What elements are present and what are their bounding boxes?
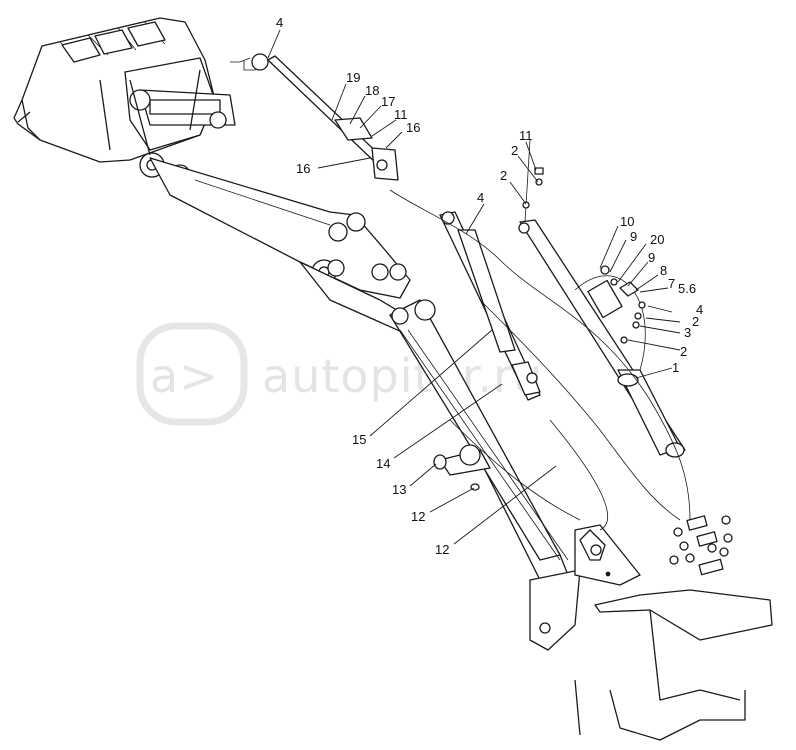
callout-13: 13 [392, 482, 406, 497]
callout-10: 10 [620, 214, 634, 229]
callout-9: 9 [630, 229, 637, 244]
hardware-set [669, 515, 733, 576]
callout-11: 11 [519, 128, 533, 143]
bucket-linkage [129, 69, 236, 186]
callout-11: 11 [394, 107, 408, 122]
tie-rods [399, 329, 569, 561]
callout-19: 19 [346, 70, 360, 85]
callout-7: 7 [668, 276, 675, 291]
callout-3: 3 [684, 325, 691, 340]
frame-mount [574, 524, 773, 741]
callout-4: 4 [696, 302, 703, 317]
bucket [13, 17, 216, 163]
lift-arm [149, 157, 411, 299]
watermark-logo-frame [136, 322, 248, 426]
watermark-logo-glyph: a> [150, 349, 219, 403]
callout-14: 14 [376, 456, 390, 471]
callout-9: 9 [648, 250, 655, 265]
callout-4: 4 [477, 190, 484, 205]
callout-12: 12 [435, 542, 449, 557]
callout-16: 16 [406, 120, 420, 135]
bucket-cylinder-rod [243, 53, 399, 181]
callout-16: 16 [296, 161, 310, 176]
bolt-stack [522, 167, 646, 344]
callout-4: 4 [276, 15, 283, 30]
callout-20: 20 [650, 232, 664, 247]
callout-17: 17 [381, 94, 395, 109]
callout-15: 15 [352, 432, 366, 447]
leader-lines [267, 29, 681, 545]
callout-12: 12 [411, 509, 425, 524]
callout-2: 2 [511, 143, 518, 158]
watermark: a> autopiter.ru [136, 322, 543, 426]
watermark-text: autopiter.ru [262, 349, 543, 403]
hydraulic-cylinder-1 [518, 139, 686, 458]
callout-2: 2 [500, 168, 507, 183]
callout-5-6: 5.6 [678, 281, 696, 296]
callout-2: 2 [692, 314, 699, 329]
callout-1: 1 [672, 360, 679, 375]
callout-2: 2 [680, 344, 687, 359]
callout-18: 18 [365, 83, 379, 98]
callout-labels: 4 19 18 17 11 16 16 11 2 2 4 10 9 20 9 8… [276, 15, 703, 557]
callout-8: 8 [660, 263, 667, 278]
